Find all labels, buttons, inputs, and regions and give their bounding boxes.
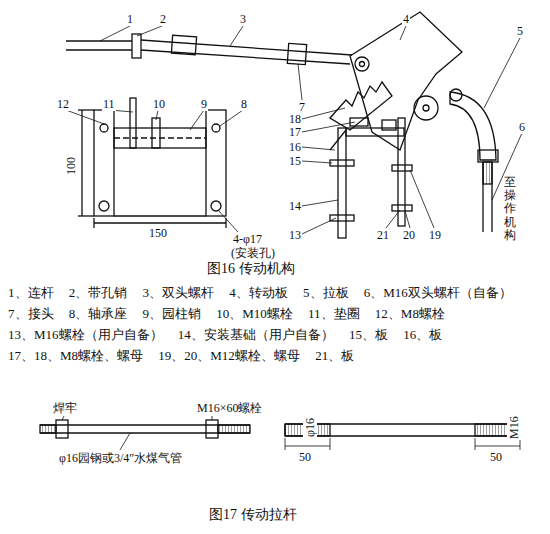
- callout-number: 8: [240, 97, 248, 111]
- part-list-item: 8、轴承座: [69, 306, 128, 321]
- callout-number: 2: [159, 12, 167, 26]
- callout-number: 6: [518, 120, 526, 134]
- dimension-label: M16: [507, 415, 521, 440]
- part-list-item: 21、板: [315, 348, 354, 363]
- part-list-item: 14、安装基础（用户自备）: [178, 327, 334, 342]
- dimension-label: (安装孔): [230, 246, 276, 260]
- part-list-item: 13、M16螺栓（用户自备）: [8, 327, 163, 342]
- callout-number: 16: [288, 140, 302, 154]
- part-list-item: 19、20、M12螺栓、螺母: [158, 348, 300, 363]
- dimension-label: 100: [64, 156, 78, 176]
- figure-caption: 图16 传动机构: [206, 262, 296, 276]
- callout-number: 14: [288, 199, 302, 213]
- callout-number: 15: [288, 154, 302, 168]
- callout-number: 12: [56, 97, 70, 111]
- callout-number: 4: [402, 12, 410, 26]
- part-list-item: 9、园柱销: [143, 306, 202, 321]
- callout-number: 1: [126, 12, 134, 26]
- callout-number: 19: [428, 228, 442, 242]
- callout-number: 11: [102, 97, 116, 111]
- callout-number: 10: [152, 97, 166, 111]
- part-list-item: 15、板: [349, 327, 388, 342]
- part-list-item: 1、连杆: [8, 285, 54, 300]
- part-list-item: 5、拉板: [303, 285, 349, 300]
- callout-number: 3: [239, 12, 247, 26]
- part-list-item: 7、接头: [8, 306, 54, 321]
- part-list-item: 3、双头螺杆: [143, 285, 215, 300]
- callout-number: 20: [402, 228, 416, 242]
- callout-number: 5: [516, 24, 524, 38]
- direction-note: 至操作机构: [503, 176, 517, 242]
- figure-caption: 图17 传动拉杆: [208, 508, 298, 522]
- dimension-label: M16×60螺栓: [196, 401, 263, 415]
- dimension-label: 50: [298, 450, 312, 464]
- callout-number: 9: [200, 97, 208, 111]
- part-list-item: 6、M16双头螺杆（自备）: [364, 285, 512, 300]
- part-list-item: 2、带孔销: [69, 285, 128, 300]
- part-list-item: 17、18、M8螺栓、螺母: [8, 348, 143, 363]
- parts-list: 1、连杆 2、带孔销 3、双头螺杆 4、转动板 5、拉板 6、M16双头螺杆（自…: [8, 282, 542, 366]
- dimension-label: 焊牢: [52, 401, 78, 415]
- dimension-label: 50: [489, 450, 503, 464]
- dimension-label: 4-φ17: [232, 232, 263, 246]
- part-list-item: 4、转动板: [229, 285, 288, 300]
- dimension-label: φ16: [303, 417, 317, 438]
- part-list-item: 11、垫圈: [308, 306, 360, 321]
- dimension-label: φ16园钢或3/4″水煤气管: [58, 451, 183, 465]
- part-list-item: 16、板: [403, 327, 442, 342]
- callout-number: 13: [288, 228, 302, 242]
- part-list-item: 12、M8螺栓: [375, 306, 445, 321]
- callout-number: 17: [288, 125, 302, 139]
- callout-number: 21: [376, 228, 390, 242]
- callout-number: 18: [288, 112, 302, 126]
- dimension-label: 150: [148, 226, 168, 240]
- part-list-item: 10、M10螺栓: [216, 306, 293, 321]
